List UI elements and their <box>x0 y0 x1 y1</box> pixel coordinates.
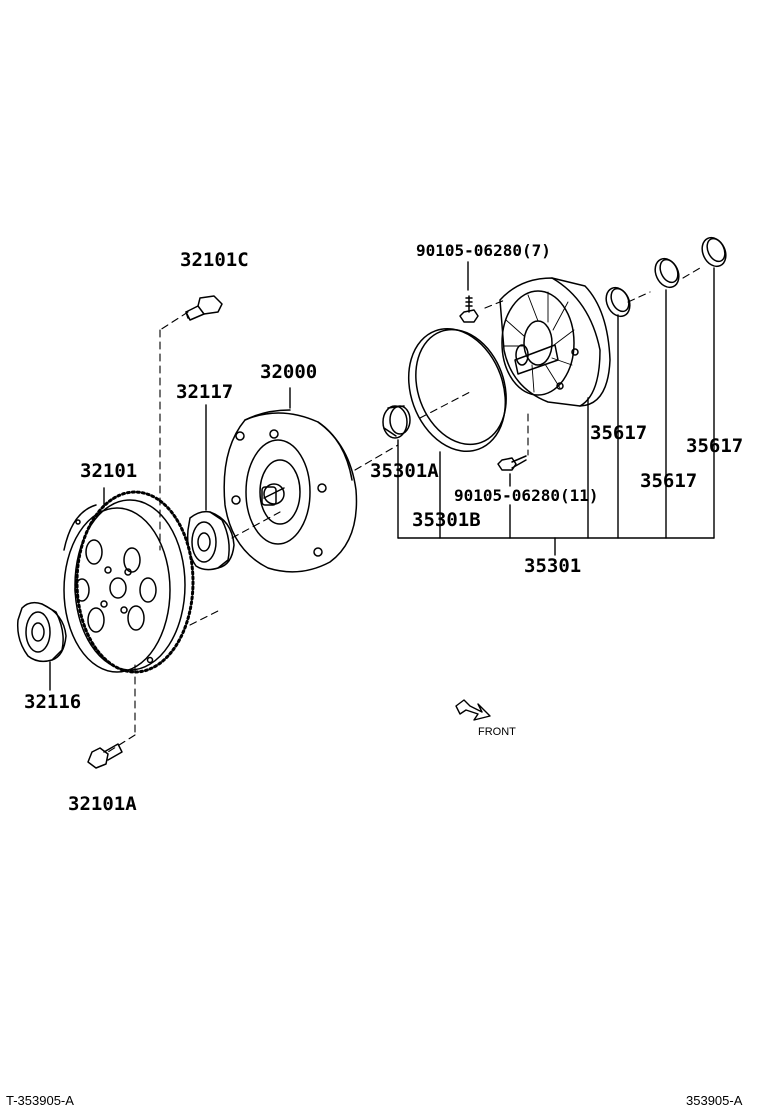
part-label-32000: 32000 <box>260 361 318 383</box>
part-label-35617-b: 35617 <box>640 470 698 492</box>
seal-ring-35617-a <box>605 286 631 318</box>
part-label-90105-06280-7: 90105-06280(7) <box>416 241 551 260</box>
bolt-90105-7 <box>459 295 479 323</box>
part-label-32116: 32116 <box>24 691 82 713</box>
part-label-35617-c: 35617 <box>686 435 744 457</box>
part-label-32117: 32117 <box>176 381 234 403</box>
part-label-32101: 32101 <box>80 460 138 482</box>
leader-lines <box>49 261 715 691</box>
part-label-35301: 35301 <box>524 555 582 577</box>
bolt-32101a <box>87 743 123 769</box>
part-label-35301a: 35301A <box>370 460 439 482</box>
oil-pump-35301 <box>499 277 611 407</box>
front-direction-label: FRONT <box>478 726 516 738</box>
dashed-center-lines <box>107 267 701 753</box>
spacer-32116 <box>16 601 67 663</box>
front-arrow-icon <box>455 699 491 721</box>
o-ring-35301b <box>407 327 507 453</box>
part-label-35617-a: 35617 <box>590 422 648 444</box>
footer-right-code: 353905-A <box>686 1093 743 1108</box>
bolt-90105-11 <box>497 455 527 471</box>
bolt-32101c <box>185 295 223 321</box>
part-label-32101a: 32101A <box>68 793 137 815</box>
spacer-32117 <box>186 510 235 571</box>
torque-converter-32000 <box>223 409 358 573</box>
flywheel-32101 <box>63 490 195 674</box>
oil-seal-35301a <box>382 405 411 439</box>
part-label-35301b: 35301B <box>412 509 481 531</box>
part-label-32101c: 32101C <box>180 249 249 271</box>
seal-ring-35617-c <box>701 236 727 268</box>
seal-ring-35617-b <box>654 257 680 289</box>
part-label-90105-06280-11: 90105-06280(11) <box>454 486 599 505</box>
footer-left-code: T-353905-A <box>6 1093 74 1108</box>
